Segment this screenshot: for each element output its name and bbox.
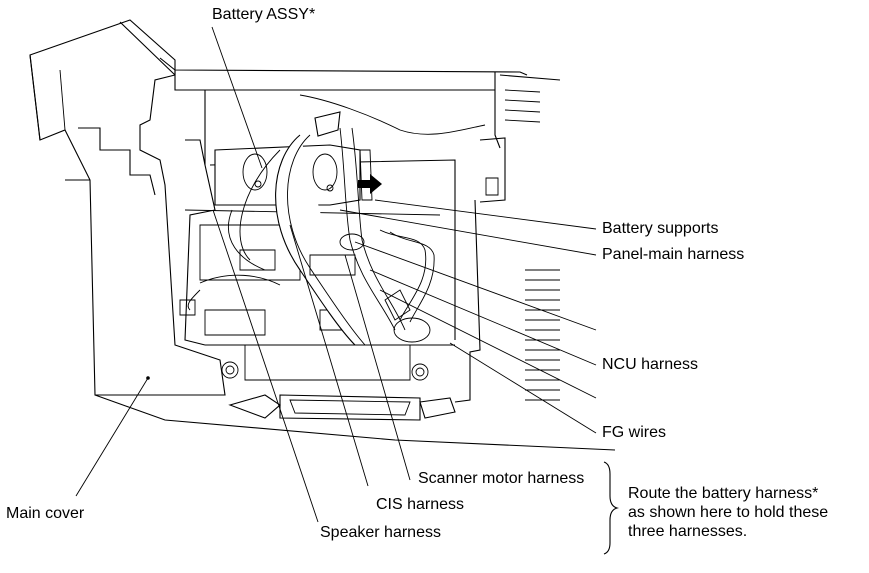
brace-shape (604, 462, 617, 554)
label-fg-wires: FG wires (602, 424, 666, 442)
label-battery-supports: Battery supports (602, 220, 719, 238)
label-panel-main-harness: Panel-main harness (602, 246, 744, 264)
screw-bosses (222, 362, 428, 380)
connector-port (230, 395, 455, 420)
routing-note-line-3: three harnesses. (628, 522, 828, 541)
label-main-cover: Main cover (6, 505, 84, 523)
label-speaker-harness: Speaker harness (320, 524, 441, 542)
harness-bundles (180, 95, 485, 345)
label-ncu-harness: NCU harness (602, 356, 698, 374)
right-housing-shape (455, 75, 560, 402)
routing-note-line-1: Route the battery harness* (628, 484, 828, 503)
label-scanner-motor-harness: Scanner motor harness (418, 470, 584, 488)
routing-note-line-2: as shown here to hold these (628, 503, 828, 522)
routing-note: Route the battery harness* as shown here… (628, 484, 828, 541)
label-cis-harness: CIS harness (376, 496, 464, 514)
label-battery-assy: Battery ASSY* (212, 6, 315, 24)
